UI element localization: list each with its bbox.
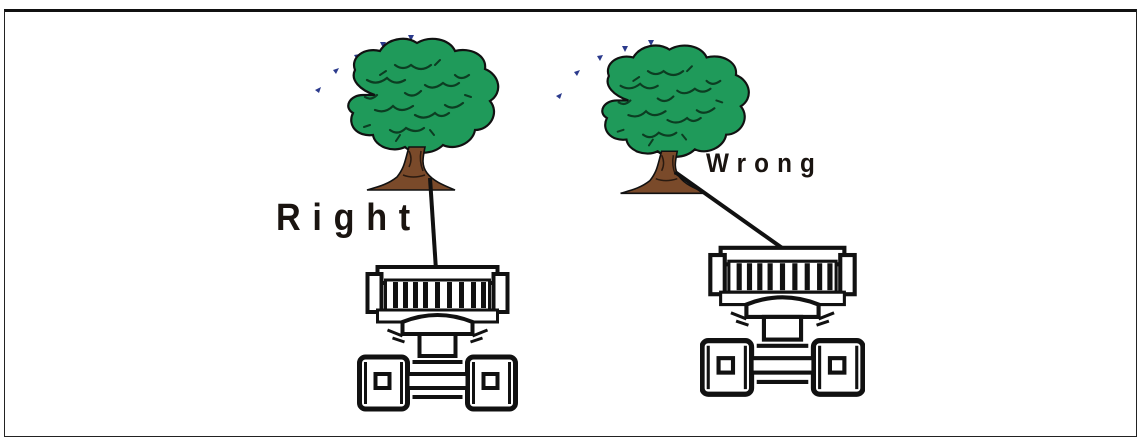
wrong-scene	[556, 40, 863, 394]
tractor-icon	[702, 248, 863, 394]
tractor-icon	[360, 267, 516, 409]
label-right: Right	[276, 199, 422, 237]
tree-icon	[348, 39, 498, 190]
label-wrong: Wrong	[706, 150, 823, 177]
cable-angled	[675, 172, 785, 250]
cable-straight	[430, 178, 436, 270]
